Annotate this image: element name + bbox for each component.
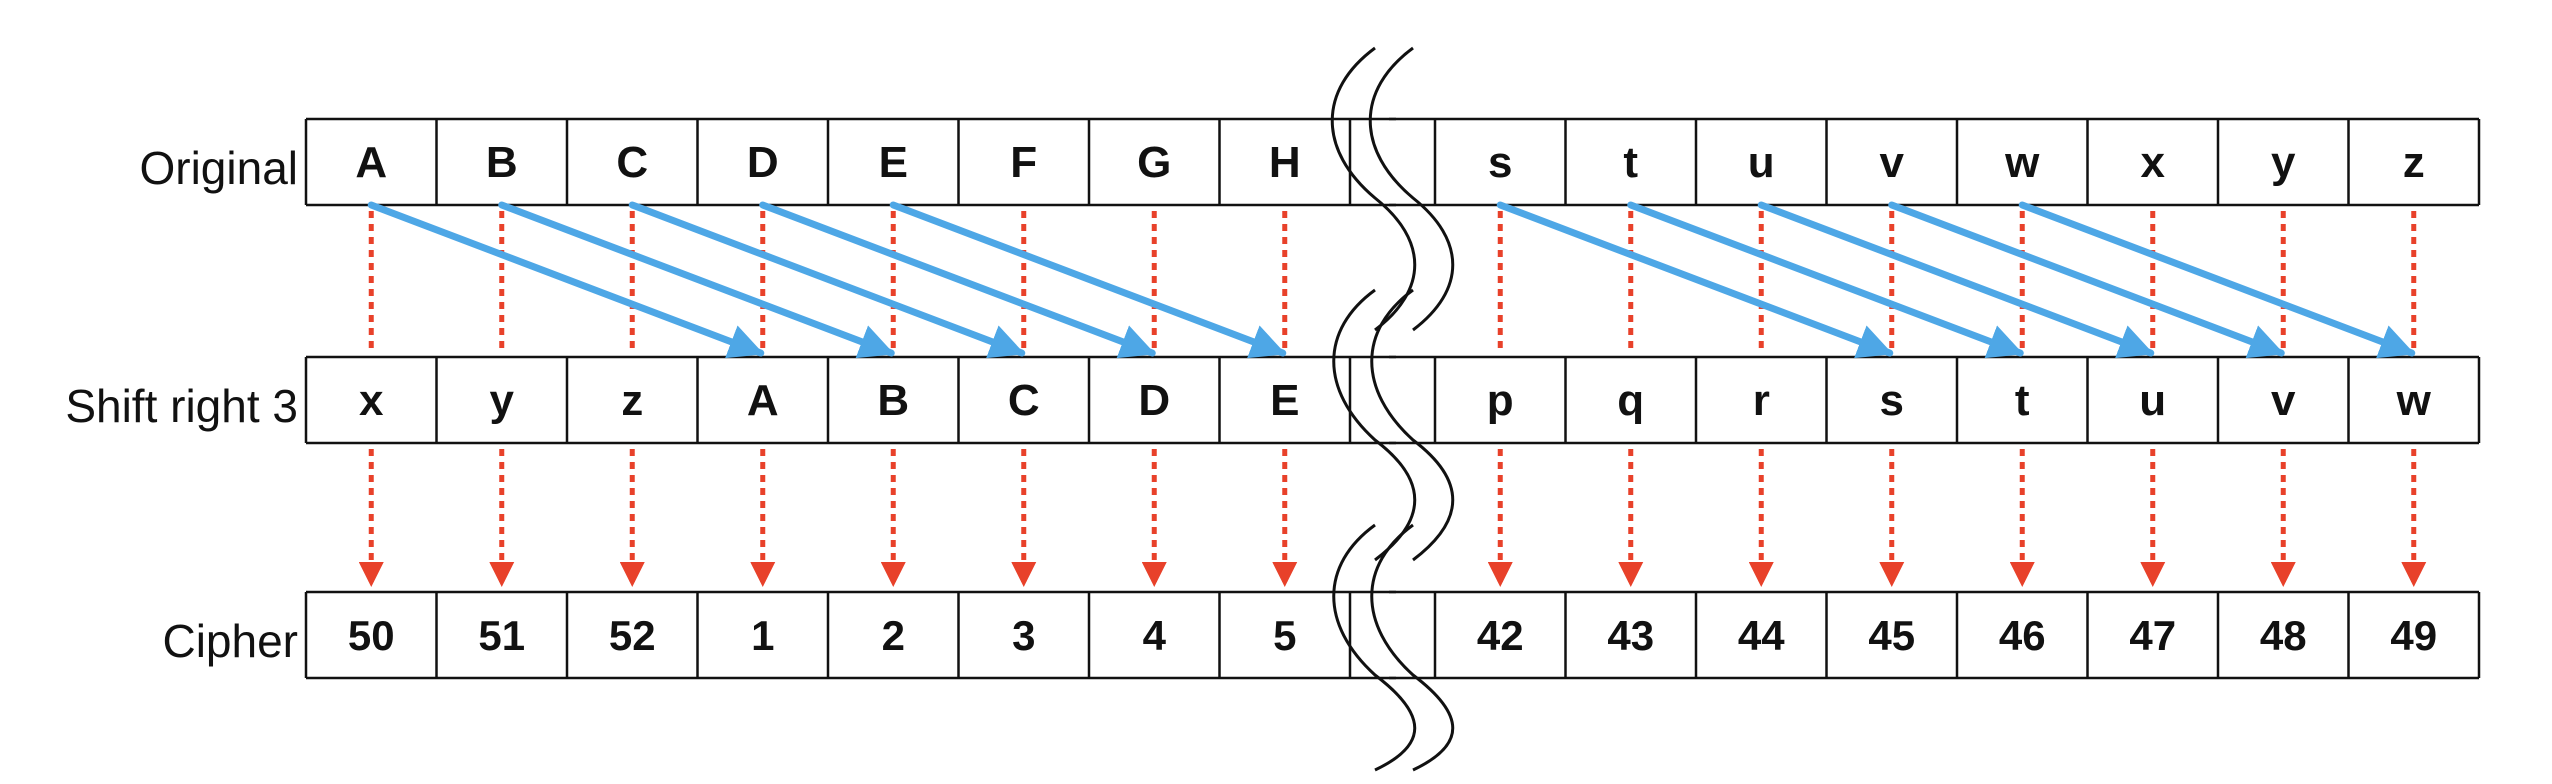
break-curve-b-0 <box>1368 46 1455 332</box>
cell-cipher-right-3: 45 <box>1868 612 1915 659</box>
arrow-layer <box>358 201 2427 587</box>
break-curve-a-2 <box>1332 523 1417 772</box>
cell-original-left-5: F <box>1010 138 1037 187</box>
cell-shifted-right-7: w <box>2396 376 2432 425</box>
cell-shifted-left-5: C <box>1008 376 1040 425</box>
cell-cipher-right-1: 43 <box>1607 612 1654 659</box>
cell-original-right-6: y <box>2271 138 2296 187</box>
break-curve-b-2 <box>1370 523 1455 772</box>
shift-arrow <box>1757 201 2155 359</box>
cell-original-left-3: D <box>747 138 779 187</box>
cell-original-left-7: H <box>1269 138 1301 187</box>
cell-shifted-left-3: A <box>747 376 779 425</box>
shift-arrow <box>1496 201 1894 359</box>
break-marks <box>1330 46 1455 772</box>
shift-arrow <box>367 201 765 359</box>
cell-original-left-2: C <box>616 138 648 187</box>
cell-shifted-left-2: z <box>621 376 643 425</box>
cell-cipher-left-5: 3 <box>1012 612 1035 659</box>
cell-original-right-3: v <box>1880 138 1905 187</box>
cell-shifted-right-3: s <box>1880 376 1904 425</box>
shift-arrow <box>889 201 1287 359</box>
row-label-shift: Shift right 3 <box>65 380 298 432</box>
cell-cipher-right-4: 46 <box>1999 612 2046 659</box>
cell-cipher-right-2: 44 <box>1738 612 1785 659</box>
cell-original-left-0: A <box>355 138 387 187</box>
cell-shifted-right-6: v <box>2271 376 2296 425</box>
cell-original-right-2: u <box>1748 138 1775 187</box>
row-label-cipher: Cipher <box>162 615 298 667</box>
cell-original-right-1: t <box>1623 138 1638 187</box>
cell-shifted-left-0: x <box>359 376 384 425</box>
cell-cipher-left-7: 5 <box>1273 612 1296 659</box>
cell-shifted-right-2: r <box>1753 376 1770 425</box>
cell-cipher-right-0: 42 <box>1477 612 1524 659</box>
cell-cipher-right-5: 47 <box>2129 612 2176 659</box>
cell-cipher-left-3: 1 <box>751 612 774 659</box>
cell-cipher-left-2: 52 <box>609 612 656 659</box>
cell-cipher-left-4: 2 <box>882 612 905 659</box>
shift-arrow <box>628 201 1026 359</box>
shift-arrow <box>498 201 895 359</box>
shift-arrow <box>1627 201 2024 359</box>
shift-arrow <box>1888 201 2285 359</box>
cell-original-right-4: w <box>2004 138 2040 187</box>
cell-cipher-left-1: 51 <box>478 612 525 659</box>
cell-original-right-0: s <box>1488 138 1512 187</box>
cell-original-right-7: z <box>2403 138 2425 187</box>
shift-arrow <box>759 201 1156 359</box>
cell-shifted-left-6: D <box>1138 376 1170 425</box>
cell-cipher-right-6: 48 <box>2260 612 2307 659</box>
cell-original-right-5: x <box>2141 138 2166 187</box>
cell-cipher-left-0: 50 <box>348 612 395 659</box>
cell-shifted-right-5: u <box>2139 376 2166 425</box>
cell-shifted-left-1: y <box>490 376 515 425</box>
cell-cipher-right-7: 49 <box>2390 612 2437 659</box>
cell-shifted-left-7: E <box>1270 376 1299 425</box>
shift-arrow <box>2018 201 2416 359</box>
cell-shifted-left-4: B <box>877 376 909 425</box>
break-curve-b-1 <box>1370 288 1455 562</box>
cell-original-left-1: B <box>486 138 518 187</box>
break-curve-a-1 <box>1332 288 1417 562</box>
cell-shifted-right-0: p <box>1487 376 1514 425</box>
cell-original-left-4: E <box>879 138 908 187</box>
cell-shifted-right-1: q <box>1617 376 1644 425</box>
row-label-original: Original <box>139 142 298 194</box>
break-curve-a-0 <box>1330 46 1417 332</box>
cell-shifted-right-4: t <box>2015 376 2030 425</box>
cell-original-left-6: G <box>1137 138 1171 187</box>
cell-cipher-left-6: 4 <box>1143 612 1167 659</box>
